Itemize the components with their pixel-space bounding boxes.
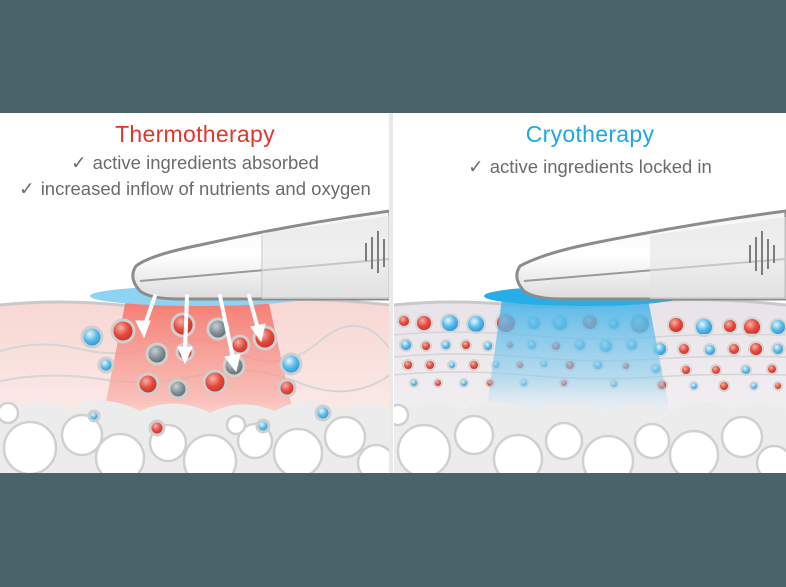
thermotherapy-title: Thermotherapy	[0, 121, 390, 148]
thermotherapy-panel: Thermotherapy ✓active ingredients absorb…	[0, 113, 390, 473]
cryotherapy-title: Cryotherapy	[394, 121, 786, 148]
illustration-band: Thermotherapy ✓active ingredients absorb…	[0, 113, 786, 473]
thermotherapy-benefit-2: ✓increased inflow of nutrients and oxyge…	[0, 178, 390, 200]
check-icon: ✓	[71, 152, 87, 173]
check-icon: ✓	[468, 156, 484, 177]
panel-divider	[389, 113, 393, 473]
treatment-device-icon	[90, 211, 390, 306]
thermotherapy-benefit-1: ✓active ingredients absorbed	[0, 152, 390, 174]
cryotherapy-panel: Cryotherapy ✓active ingredients locked i…	[394, 113, 786, 473]
check-icon: ✓	[19, 178, 35, 199]
cryotherapy-benefit-1: ✓active ingredients locked in	[394, 156, 786, 178]
treatment-device-icon	[484, 211, 786, 306]
